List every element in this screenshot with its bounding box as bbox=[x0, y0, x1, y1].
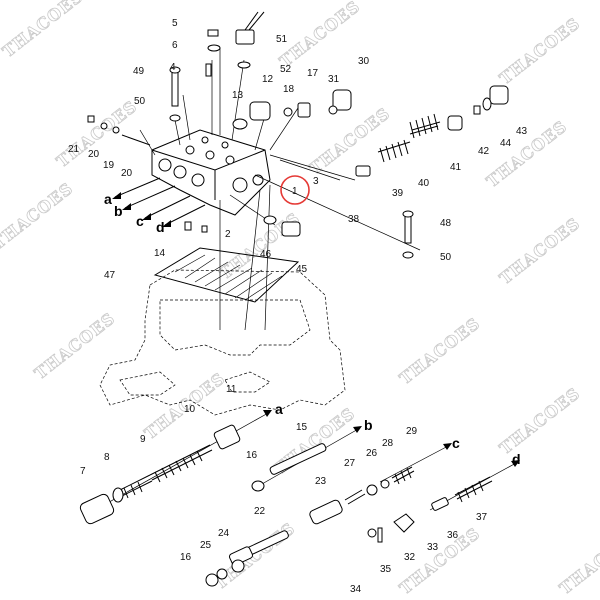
part-label: 10 bbox=[184, 404, 196, 415]
part-label: 45 bbox=[296, 264, 308, 275]
part-label: 12 bbox=[262, 74, 274, 85]
part-label: 8 bbox=[104, 452, 110, 463]
part-label: 15 bbox=[296, 422, 308, 433]
part-label: 22 bbox=[254, 506, 266, 517]
watermark: THACOES bbox=[496, 384, 584, 459]
part-label: 11 bbox=[226, 384, 237, 395]
part-label: 20 bbox=[88, 149, 100, 160]
part-label: 20 bbox=[121, 168, 133, 179]
part-label: 39 bbox=[392, 188, 404, 199]
part-label: 4 bbox=[170, 62, 176, 73]
port-label-c-lower: c bbox=[452, 435, 460, 451]
watermark: THACOES bbox=[276, 0, 364, 71]
part-label: 13 bbox=[232, 90, 244, 101]
lower-spool-parts bbox=[79, 410, 520, 587]
watermark: THACOES bbox=[396, 314, 484, 389]
part-label: 5 bbox=[172, 18, 178, 29]
part-label: 1 bbox=[292, 186, 298, 197]
watermark: THACOES bbox=[306, 104, 394, 179]
part-label: 36 bbox=[447, 530, 459, 541]
part-number-labels: 5 6 51 4 52 49 12 17 31 30 13 18 50 21 2… bbox=[68, 18, 528, 595]
part-label: 34 bbox=[350, 584, 362, 595]
highlight-circle bbox=[280, 175, 310, 205]
part-label: 23 bbox=[315, 476, 327, 487]
part-label: 16 bbox=[180, 552, 192, 563]
part-label: 35 bbox=[380, 564, 392, 575]
part-label: 33 bbox=[427, 542, 439, 553]
port-label-c: c bbox=[136, 213, 144, 229]
upper-parts bbox=[87, 11, 352, 146]
part-label: 24 bbox=[218, 528, 230, 539]
part-label: 7 bbox=[80, 466, 86, 477]
transmission-housing bbox=[99, 269, 346, 416]
part-label: 52 bbox=[280, 64, 292, 75]
part-label: 51 bbox=[276, 34, 288, 45]
part-label: 26 bbox=[366, 448, 378, 459]
watermark: THACOES bbox=[496, 14, 584, 89]
part-label: 16 bbox=[246, 450, 258, 461]
port-label-d-lower: d bbox=[512, 451, 521, 467]
port-label-b: b bbox=[114, 203, 123, 219]
watermark: THACOES bbox=[556, 524, 600, 599]
part-label: 18 bbox=[283, 84, 295, 95]
part-label: 19 bbox=[103, 160, 115, 171]
part-label: 38 bbox=[348, 214, 360, 225]
part-label: 40 bbox=[418, 178, 430, 189]
part-label: 25 bbox=[200, 540, 212, 551]
part-label: 30 bbox=[358, 56, 370, 67]
part-label: 48 bbox=[440, 218, 452, 229]
part-label: 14 bbox=[154, 248, 166, 259]
part-label: 29 bbox=[406, 426, 418, 437]
part-label: 21 bbox=[68, 144, 80, 155]
port-label-d: d bbox=[156, 219, 165, 235]
part-label: 17 bbox=[307, 68, 319, 79]
part-label: 46 bbox=[260, 249, 272, 260]
part-label: 50 bbox=[440, 252, 452, 263]
part-label: 50 bbox=[134, 96, 146, 107]
port-label-a-lower: a bbox=[275, 401, 283, 417]
port-arrows-upper bbox=[112, 177, 206, 227]
part-label: 43 bbox=[516, 126, 528, 137]
watermark: THACOES bbox=[0, 0, 87, 61]
port-label-b-lower: b bbox=[364, 417, 373, 433]
part-label: 32 bbox=[404, 552, 416, 563]
valve-body bbox=[151, 129, 271, 216]
part-label: 3 bbox=[313, 176, 319, 187]
part-label: 37 bbox=[476, 512, 488, 523]
watermark: THACOES bbox=[496, 214, 584, 289]
part-label: 44 bbox=[500, 138, 512, 149]
separator-plate bbox=[153, 247, 300, 303]
watermark: THACOES bbox=[0, 179, 77, 254]
part-label: 6 bbox=[172, 40, 178, 51]
part-label: 49 bbox=[133, 66, 145, 77]
part-label: 28 bbox=[382, 438, 394, 449]
watermark: THACOES bbox=[31, 309, 119, 384]
port-label-a: a bbox=[104, 191, 112, 207]
part-label: 31 bbox=[328, 74, 340, 85]
right-side-parts bbox=[184, 85, 509, 259]
part-label: 27 bbox=[344, 458, 356, 469]
part-label: 2 bbox=[225, 229, 231, 240]
part-label: 42 bbox=[478, 146, 490, 157]
port-labels: a b c d a b c d bbox=[104, 191, 521, 467]
part-label: 41 bbox=[450, 162, 462, 173]
part-label: 47 bbox=[104, 270, 116, 281]
part-label: 9 bbox=[140, 434, 146, 445]
